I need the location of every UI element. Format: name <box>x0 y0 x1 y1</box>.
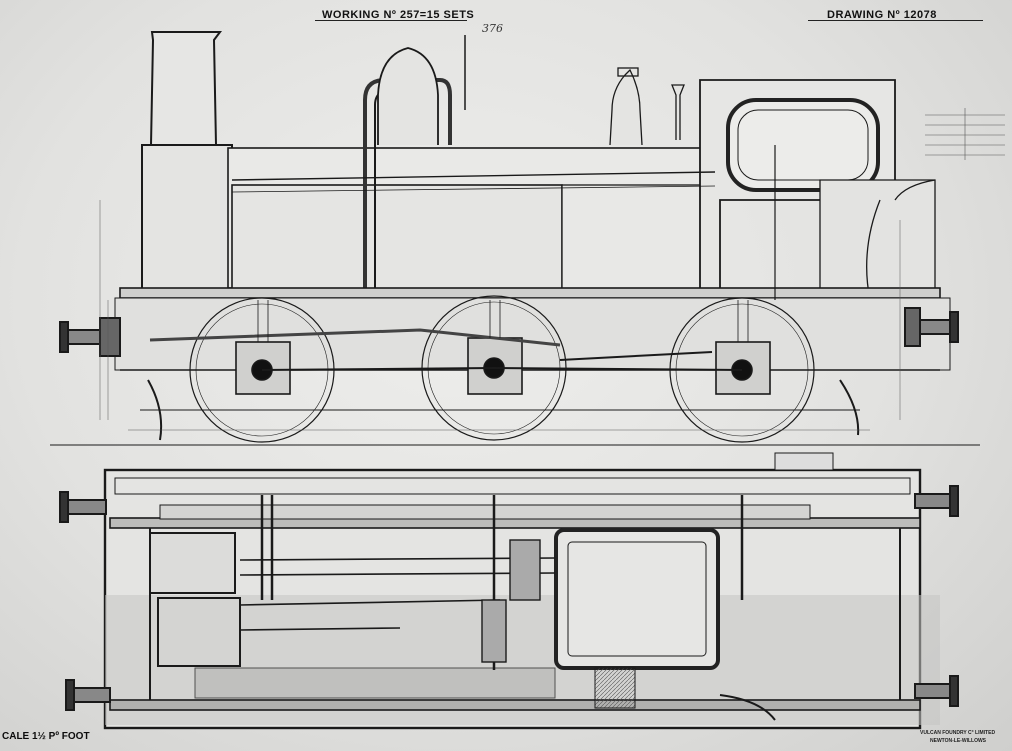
bunker <box>819 179 936 301</box>
rear-step <box>839 379 860 436</box>
front-buffer <box>59 317 121 357</box>
plan-view <box>59 452 959 730</box>
notes-table <box>925 108 1005 160</box>
side-elevation <box>50 31 1005 446</box>
maker-name: VULCAN FOUNDRY C° LIMITED <box>920 730 996 736</box>
front-step <box>147 379 163 441</box>
safety-valve <box>609 68 643 146</box>
scale-label: CALE 1½ Pº FOOT <box>2 731 90 742</box>
maker-location: NEWTON-LE-WILLOWS <box>930 738 987 744</box>
cab-window <box>726 98 880 192</box>
drawing-number: DRAWING Nº 12078 <box>827 9 937 21</box>
plan-buffers <box>59 485 959 711</box>
running-plate <box>119 287 941 299</box>
title-underline <box>315 20 467 21</box>
coupling-rod <box>261 366 743 371</box>
smokebox <box>141 144 233 296</box>
whistle <box>671 84 685 140</box>
dome <box>377 47 439 145</box>
firebox-plan <box>554 528 720 670</box>
working-title: WORKING Nº 257=15 SETS <box>322 9 475 21</box>
rear-buffer <box>904 307 959 347</box>
crank-axle <box>481 539 541 663</box>
axleboxes <box>235 337 771 395</box>
side-tank <box>231 184 563 291</box>
chimney <box>142 31 225 151</box>
handwritten-number: 376 <box>482 22 503 35</box>
drawing-number-underline <box>808 20 983 21</box>
